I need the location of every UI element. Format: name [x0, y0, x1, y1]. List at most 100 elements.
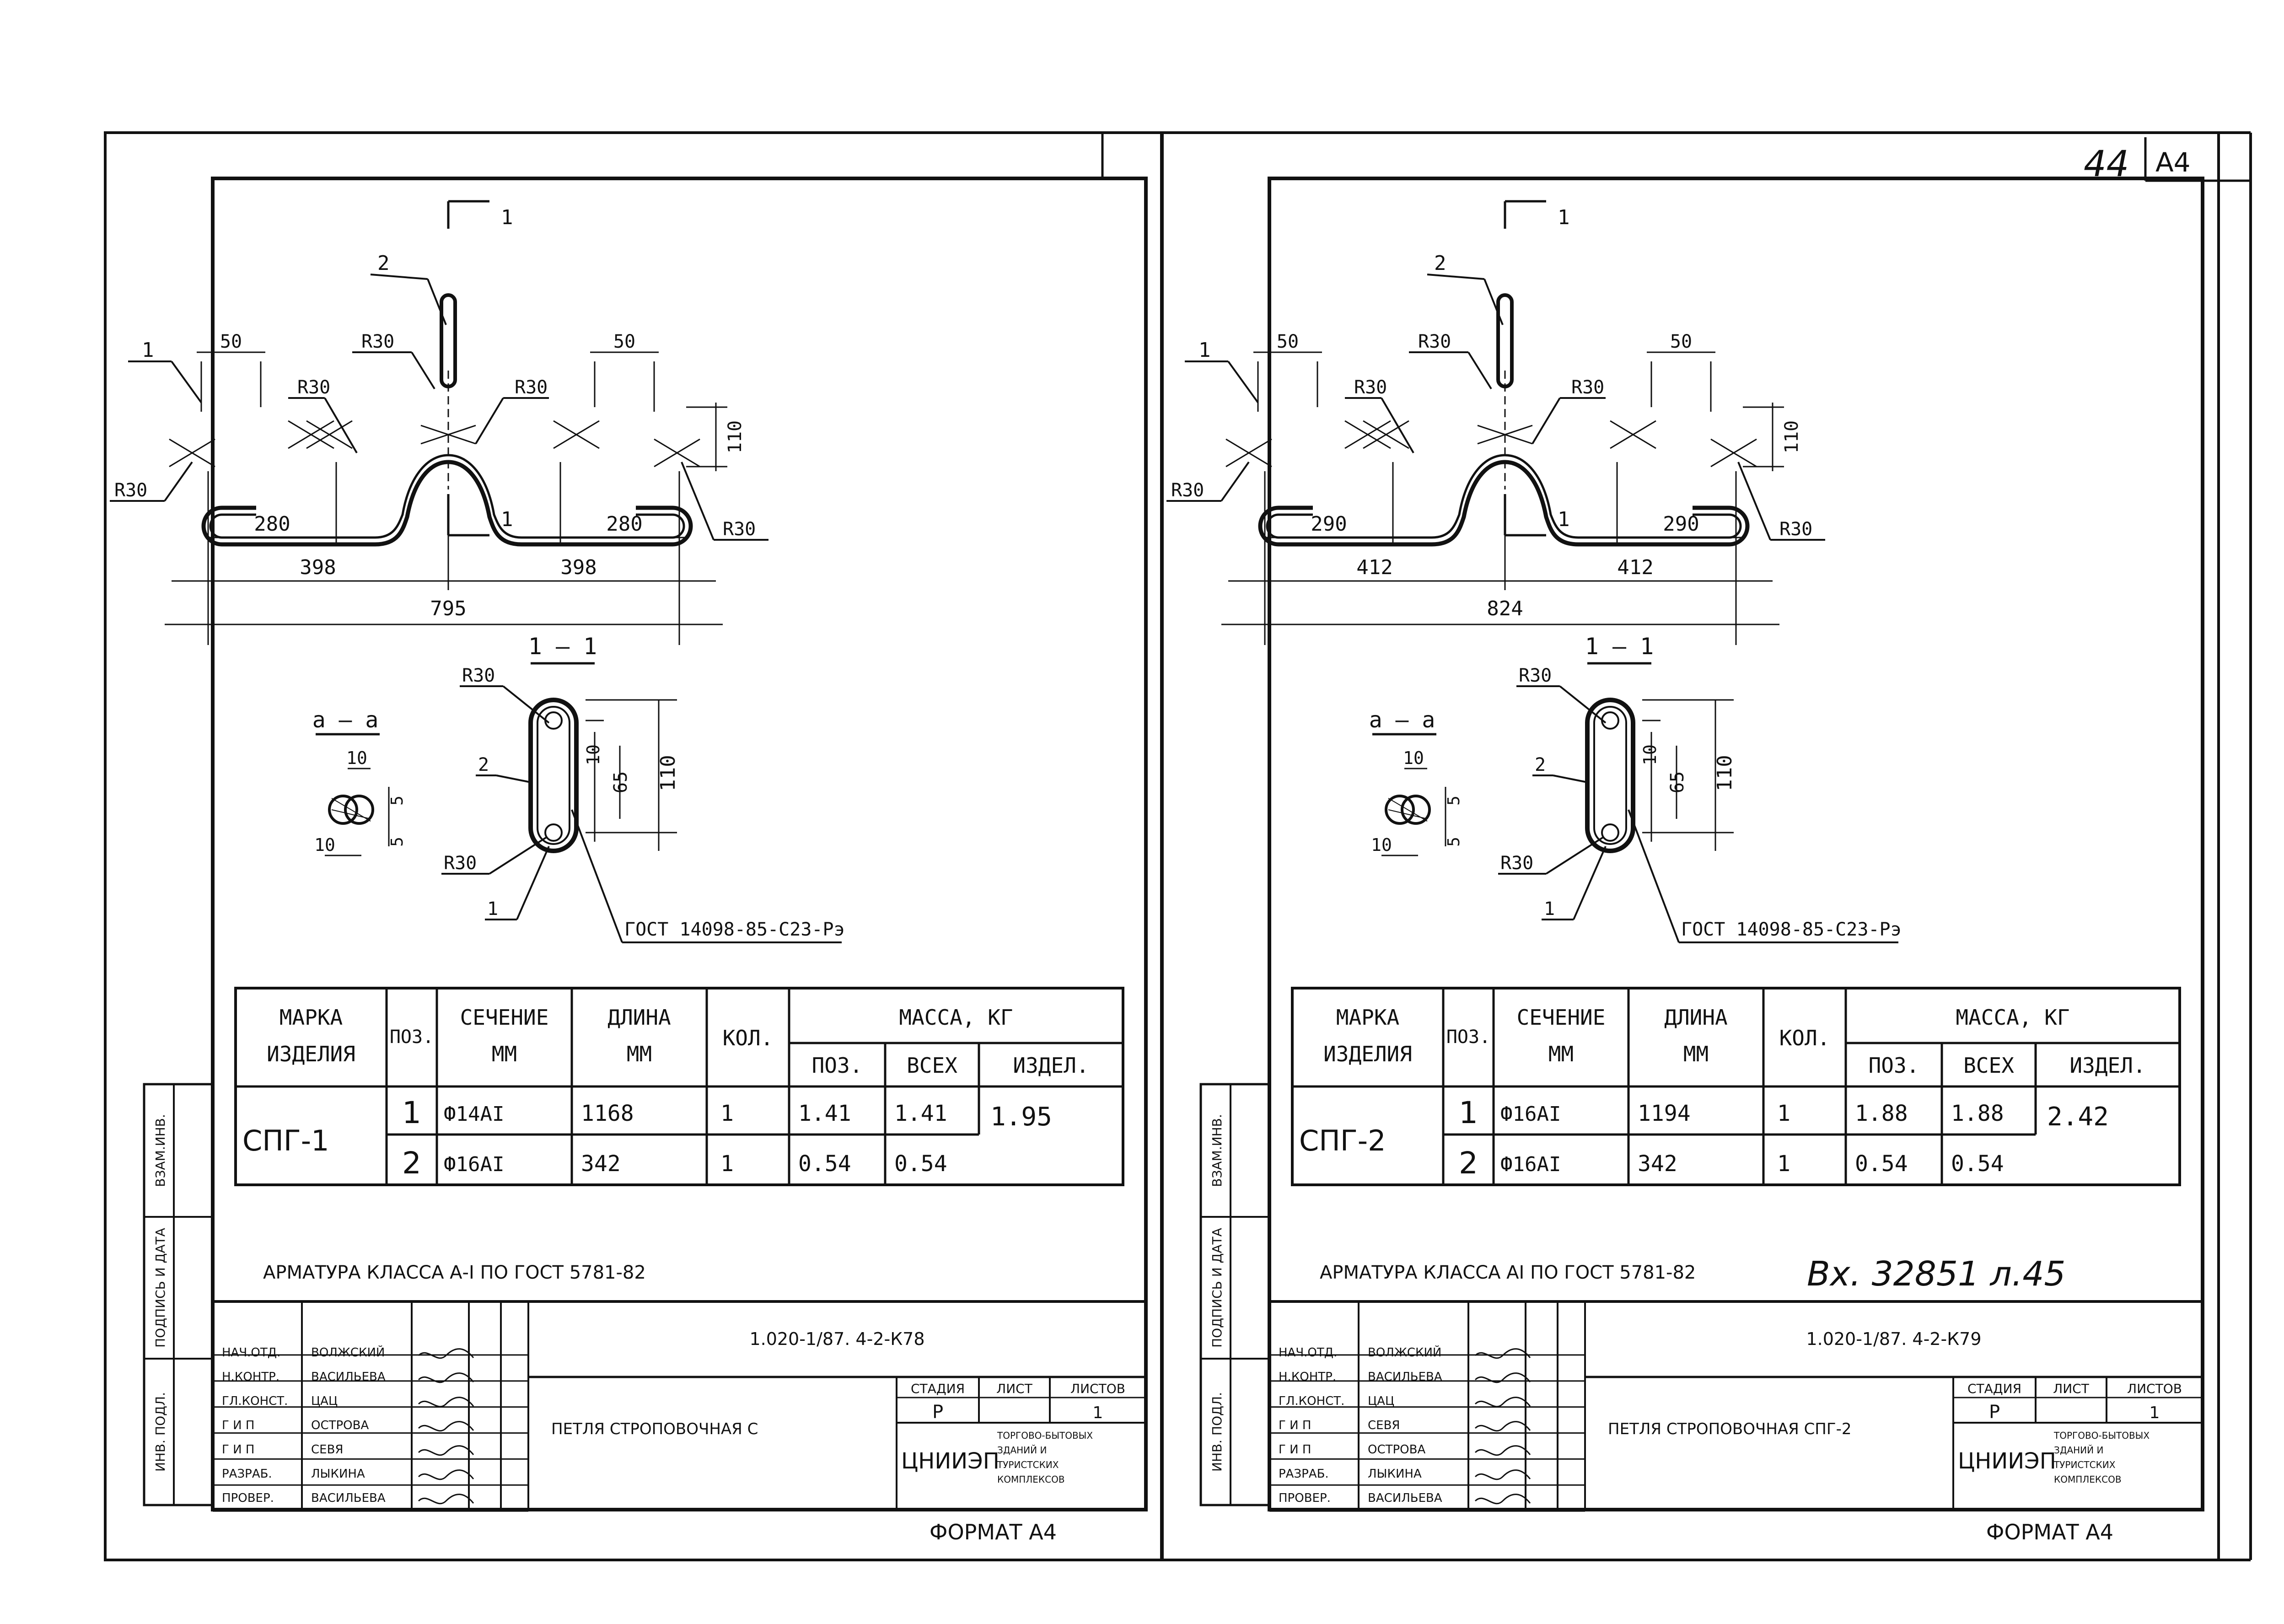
section-r30-top-leader [1559, 685, 1607, 724]
pos-2-label: 2 [377, 252, 390, 275]
spec-row-pos: 1 [402, 1095, 421, 1130]
radius-cross-b-3 [169, 438, 215, 468]
org-sub-line-0: ТОРГОВО-БЫТОВЫХ [997, 1430, 1093, 1441]
dim280-right-label: 290 [1663, 512, 1699, 536]
detail-dim10-top: 10 [1403, 748, 1424, 768]
radius-cross-b-4 [1710, 438, 1757, 468]
spec-h-sec: СЕЧЕНИЕ [460, 1005, 549, 1030]
spec-row-len: 1194 [1638, 1101, 1691, 1126]
r30-far-left-label: R30 [114, 480, 147, 501]
spec-h-pos: ПОЗ. [1446, 1027, 1490, 1048]
axis-cross-b [420, 425, 476, 445]
signature-2 [418, 1397, 474, 1408]
pos-2-label: 2 [1434, 252, 1446, 275]
sheets-value: 1 [1093, 1404, 1103, 1422]
pos-1-label: 1 [1198, 339, 1211, 362]
org-sub-line-0: ТОРГОВО-БЫТОВЫХ [2053, 1430, 2150, 1441]
spec-h-mprod: ИЗДЕЛ. [2069, 1053, 2145, 1078]
gost-leader [1628, 809, 1680, 943]
pos-2-leader-b [1483, 279, 1504, 325]
section-pos2-leader [1553, 774, 1588, 783]
detail-dim5-b: 5 [1445, 837, 1463, 847]
section-pos2-label: 2 [478, 754, 489, 775]
r30-top-leader [411, 351, 435, 390]
spec-row-mall: 0.54 [1951, 1151, 2004, 1177]
dim398-right-label: 398 [560, 556, 597, 579]
spec-row-mpos: 0.54 [1855, 1151, 1908, 1177]
org-sub: ТОРГОВО-БЫТОВЫХ ЗДАНИЙ И ТУРИСТСКИХ КОМП… [2053, 1430, 2284, 1441]
dim795-label: 795 [430, 597, 466, 620]
role-3: Г И П [1279, 1419, 1311, 1432]
pos-2-leader [1427, 274, 1485, 280]
role-5: РАЗРАБ. [222, 1467, 272, 1481]
section-r30-top-leader [502, 685, 550, 724]
section-r30-top-label: R30 [462, 665, 495, 686]
org-name: ЦНИИЭП [901, 1448, 1000, 1474]
dim280-left-label: 280 [254, 512, 290, 536]
drawing-code: 1.020-1/87. 4-2-К78 [749, 1329, 924, 1349]
spec-row-qty: 1 [1777, 1151, 1790, 1177]
role-4: Г И П [222, 1443, 254, 1457]
org-sub-line-2: ТУРИСТСКИХ [997, 1459, 1059, 1470]
detail-hatch-b [331, 809, 371, 819]
r30-left-label: R30 [1354, 377, 1387, 398]
section-pos2-leader [496, 774, 531, 783]
side-label-inv: ИНВ. ПОДЛ. [1209, 1392, 1225, 1472]
section-r30-top-label: R30 [1519, 665, 1552, 686]
signature-2 [1474, 1397, 1531, 1408]
dim280-left-label: 290 [1311, 512, 1347, 536]
spec-h-mpos: ПОЗ. [812, 1053, 863, 1078]
role-1: Н.КОНТР. [1279, 1370, 1336, 1384]
detail-rod-a [328, 795, 358, 825]
signature-1 [418, 1372, 474, 1383]
detail-title: а – а [1369, 707, 1435, 733]
section-rod-top [544, 711, 563, 730]
r30-top-label: R30 [1418, 331, 1451, 352]
name-3: СЕВЯ [1368, 1419, 1400, 1432]
gost-leader [571, 809, 623, 943]
org-sub: ТОРГОВО-БЫТОВЫХ ЗДАНИЙ И ТУРИСТСКИХ КОМП… [997, 1430, 1280, 1441]
detail-dim10-bot: 10 [1371, 835, 1392, 855]
spec-row-mpos: 1.41 [798, 1101, 851, 1126]
spec-h-mall: ВСЕХ [1963, 1053, 2014, 1078]
name-1: ВАСИЛЬЕВА [311, 1370, 386, 1384]
radius-cross-b-0 [288, 420, 334, 449]
dim398-left-label: 412 [1356, 556, 1392, 579]
r30-far-right-label: R30 [1779, 519, 1812, 540]
dim398-right-label: 412 [1617, 556, 1653, 579]
spec-row-qty: 1 [1777, 1101, 1790, 1126]
reinforcement-note: АРМАТУРА КЛАССА АI ПО ГОСТ 5781-82 [1320, 1262, 1696, 1283]
detail-rod-b [344, 795, 374, 825]
inner-frame [211, 177, 1148, 1511]
section-outer-loop [528, 698, 579, 853]
r30-top-leader [1467, 351, 1492, 390]
section-rod-bottom [544, 823, 563, 842]
spec-row-qty: 1 [720, 1151, 734, 1177]
name-5: ЛЫКИНА [1368, 1467, 1422, 1481]
section-title: 1 – 1 [528, 633, 597, 660]
incoming-stamp-handwritten: Вх. 32851 л.45 [1807, 1254, 2066, 1294]
role-0: НАЧ.ОТД. [222, 1346, 280, 1360]
org-sub-line-3: КОМПЛЕКСОВ [997, 1474, 1065, 1485]
role-4: Г И П [1279, 1443, 1311, 1457]
org-name: ЦНИИЭП [1958, 1448, 2056, 1474]
section-rod-bottom [1601, 823, 1619, 842]
side-strip-frame [143, 1083, 214, 1506]
role-3: Г И П [222, 1419, 254, 1432]
outer-frame [1161, 131, 2220, 1561]
spec-mprod: 2.42 [2047, 1102, 2109, 1132]
r30-right-label: R30 [515, 377, 548, 398]
drawing-code: 1.020-1/87. 4-2-К79 [1806, 1329, 1981, 1349]
r30-right-leader [1532, 397, 1561, 445]
role-6: ПРОВЕР. [222, 1491, 274, 1505]
name-1: ВАСИЛЬЕВА [1368, 1370, 1442, 1384]
title-block: НАЧ.ОТД.ВОЛЖСКИЙН.КОНТР.ВАСИЛЬЕВАГЛ.КОНС… [1269, 1300, 2284, 1512]
dim50-left-label: 50 [1277, 331, 1299, 352]
dim50-right-label: 50 [1670, 331, 1692, 352]
spec-row-sec: Ф16АI [1500, 1153, 1561, 1176]
sheets-header: ЛИСТОВ [2127, 1381, 2182, 1396]
spec-row-mall: 1.41 [894, 1101, 947, 1126]
